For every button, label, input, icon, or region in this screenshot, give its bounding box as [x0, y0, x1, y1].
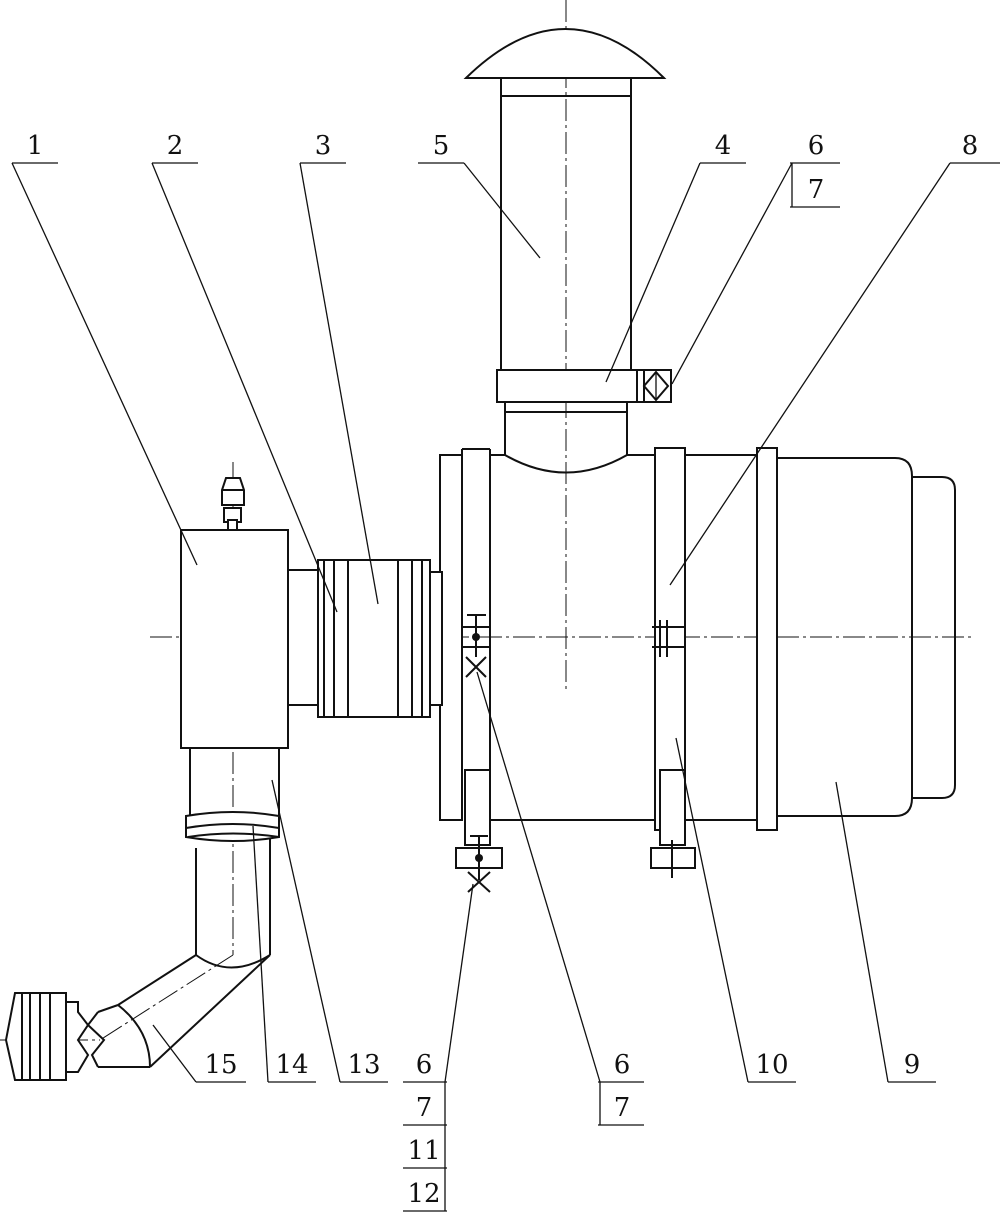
- callout-11: 11: [407, 1136, 440, 1166]
- callout-13: 13: [347, 1050, 380, 1080]
- callout-2: 2: [167, 131, 184, 161]
- callout-6-bottom-left: 6: [416, 1050, 433, 1080]
- callout-12: 12: [407, 1179, 440, 1209]
- band-strap-right: [650, 447, 696, 878]
- callout-7-bottom-mid: 7: [614, 1093, 631, 1123]
- callout-7-bottom-left: 7: [416, 1093, 433, 1123]
- callout-6-bottom-mid: 6: [614, 1050, 631, 1080]
- precleaner-body: [180, 477, 289, 749]
- callout-3: 3: [315, 131, 332, 161]
- callout-6-top: 6: [808, 131, 825, 161]
- hose-end: [4, 992, 90, 1081]
- callout-5: 5: [433, 131, 450, 161]
- callout-8: 8: [962, 131, 979, 161]
- callout-labels: 1 2 3 5 4 6 7 8 15 14 13 6 7 11 12 6 7 1…: [27, 131, 979, 1209]
- rain-cap: [463, 28, 667, 79]
- callout-4: 4: [715, 131, 732, 161]
- outlet-connector: [287, 559, 443, 718]
- filter-cover: [777, 457, 956, 817]
- callout-9: 9: [904, 1050, 921, 1080]
- band-strap-left: [455, 614, 503, 893]
- pipe-clamp: [496, 369, 672, 403]
- callout-10: 10: [755, 1050, 788, 1080]
- callout-7-top: 7: [808, 175, 825, 205]
- elbow-pipe: [86, 748, 280, 1068]
- callout-1: 1: [27, 131, 44, 161]
- intake-pipe: [500, 78, 632, 474]
- callout-14: 14: [275, 1050, 308, 1080]
- center-lines: [0, 0, 975, 1041]
- leader-lines: [11, 162, 1000, 1212]
- filter-housing: [439, 447, 778, 831]
- callout-15: 15: [204, 1050, 237, 1080]
